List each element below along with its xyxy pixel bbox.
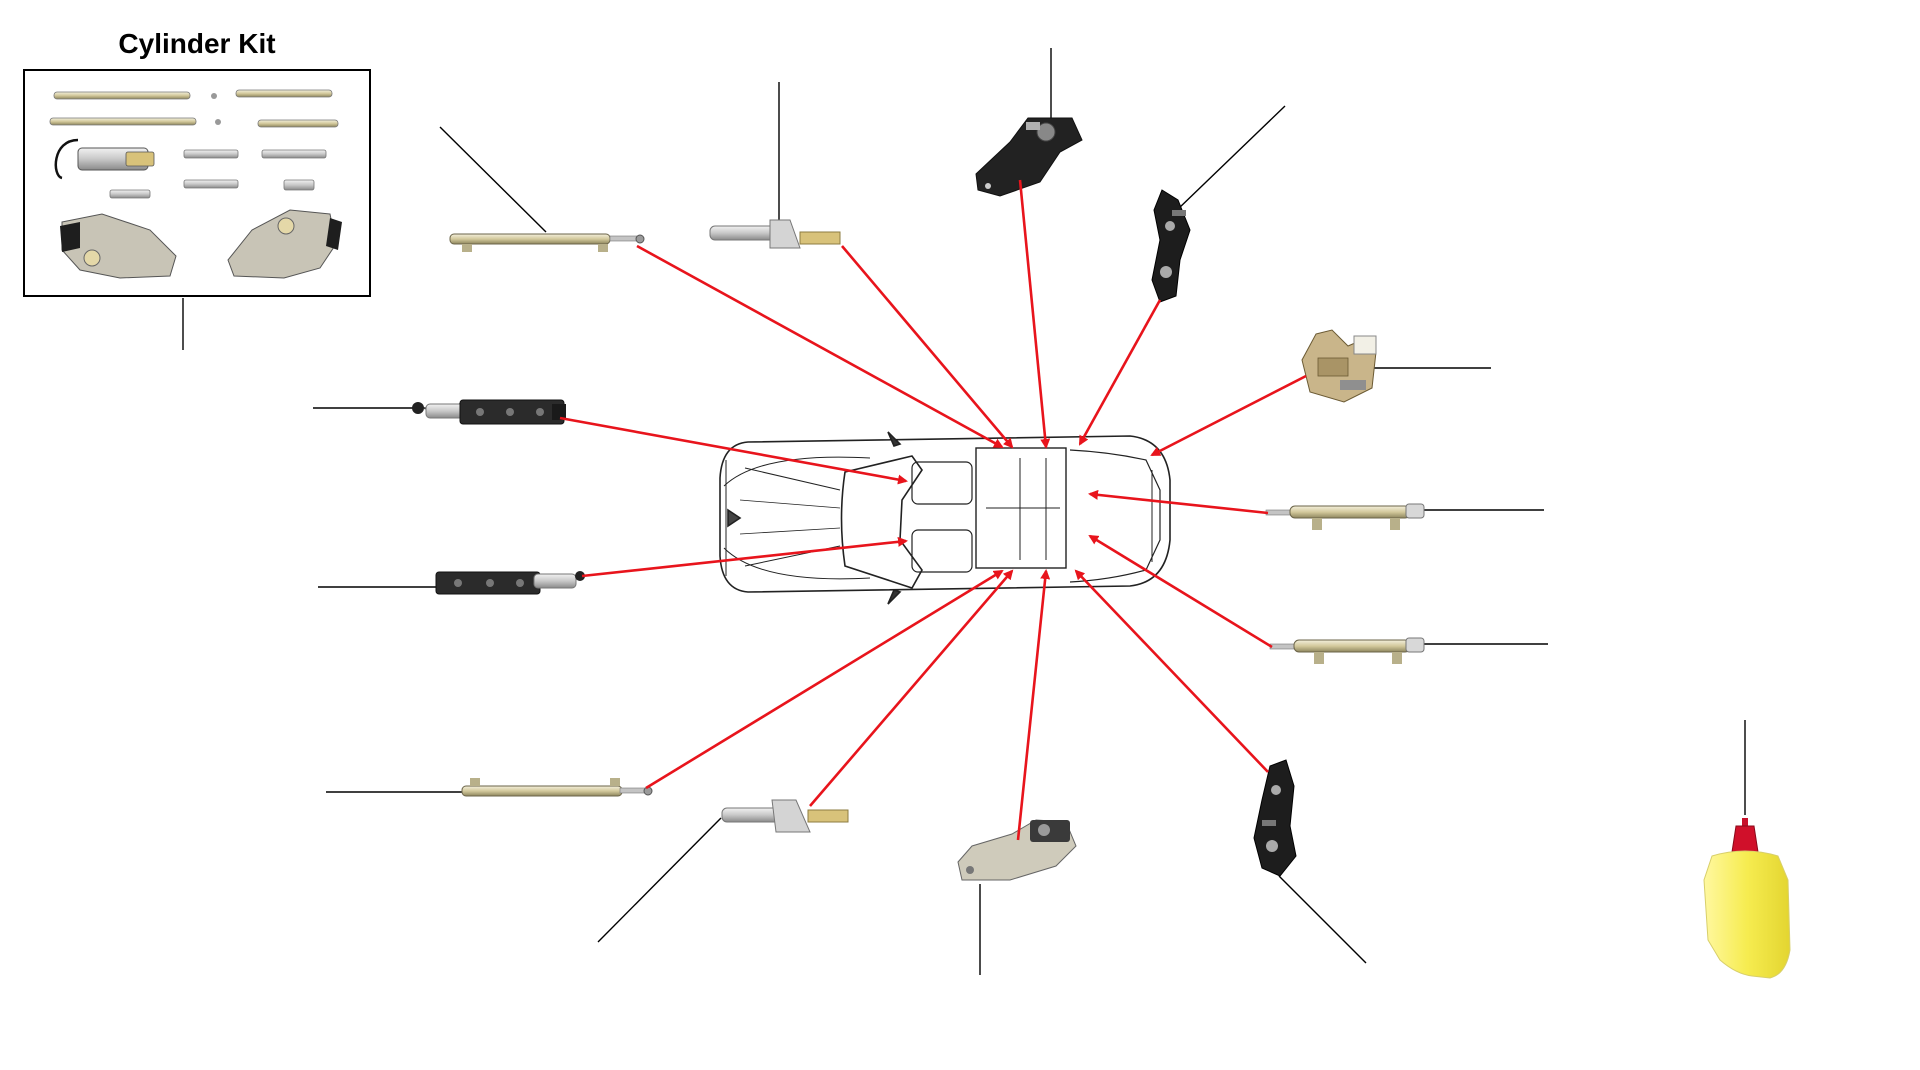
- lower-right-bracket[interactable]: [1253, 759, 1297, 877]
- hydraulic-cylinder-icon: [1265, 503, 1425, 530]
- upper-left-long-cylinder[interactable]: [449, 233, 645, 252]
- latch-motor-icon: [957, 819, 1077, 881]
- latch-rail-icon: [435, 571, 585, 595]
- leader-lines: [182, 48, 1746, 975]
- right-relay-block[interactable]: [1301, 329, 1377, 403]
- hydraulic-cylinder-icon: [1269, 637, 1425, 664]
- latch-motor-icon: [975, 117, 1083, 197]
- cylinder-kit-icon: [49, 89, 342, 279]
- lower-left-long-cylinder[interactable]: [461, 778, 653, 797]
- upper-left-short-cylinder[interactable]: [709, 219, 841, 249]
- lower-left-short-cylinder[interactable]: [721, 799, 849, 833]
- left-lower-latch-rail[interactable]: [435, 571, 585, 595]
- left-upper-latch-rail[interactable]: [412, 399, 566, 425]
- latch-bracket-icon: [1253, 759, 1297, 877]
- bottom-latch-motor[interactable]: [957, 819, 1077, 881]
- car-top-view: [719, 431, 1171, 605]
- relay-block-icon: [1301, 329, 1377, 403]
- fluid-bottle-icon: [1703, 818, 1791, 979]
- kit-title: Cylinder Kit: [118, 28, 276, 59]
- latch-bracket-icon: [1151, 189, 1191, 303]
- cylinder-kit[interactable]: [23, 69, 371, 297]
- red-arrows: [559, 179, 1307, 841]
- hydraulic-cylinder-icon: [461, 778, 653, 797]
- short-cylinder-icon: [709, 219, 841, 249]
- top-latch-motor[interactable]: [975, 117, 1083, 197]
- short-cylinder-icon: [721, 799, 849, 833]
- right-lower-cylinder[interactable]: [1269, 637, 1425, 664]
- hydraulic-fluid-bottle[interactable]: [1703, 818, 1791, 979]
- latch-rail-icon: [412, 399, 566, 425]
- hydraulic-cylinder-icon: [449, 233, 645, 252]
- upper-right-bracket[interactable]: [1151, 189, 1191, 303]
- right-upper-cylinder[interactable]: [1265, 503, 1425, 530]
